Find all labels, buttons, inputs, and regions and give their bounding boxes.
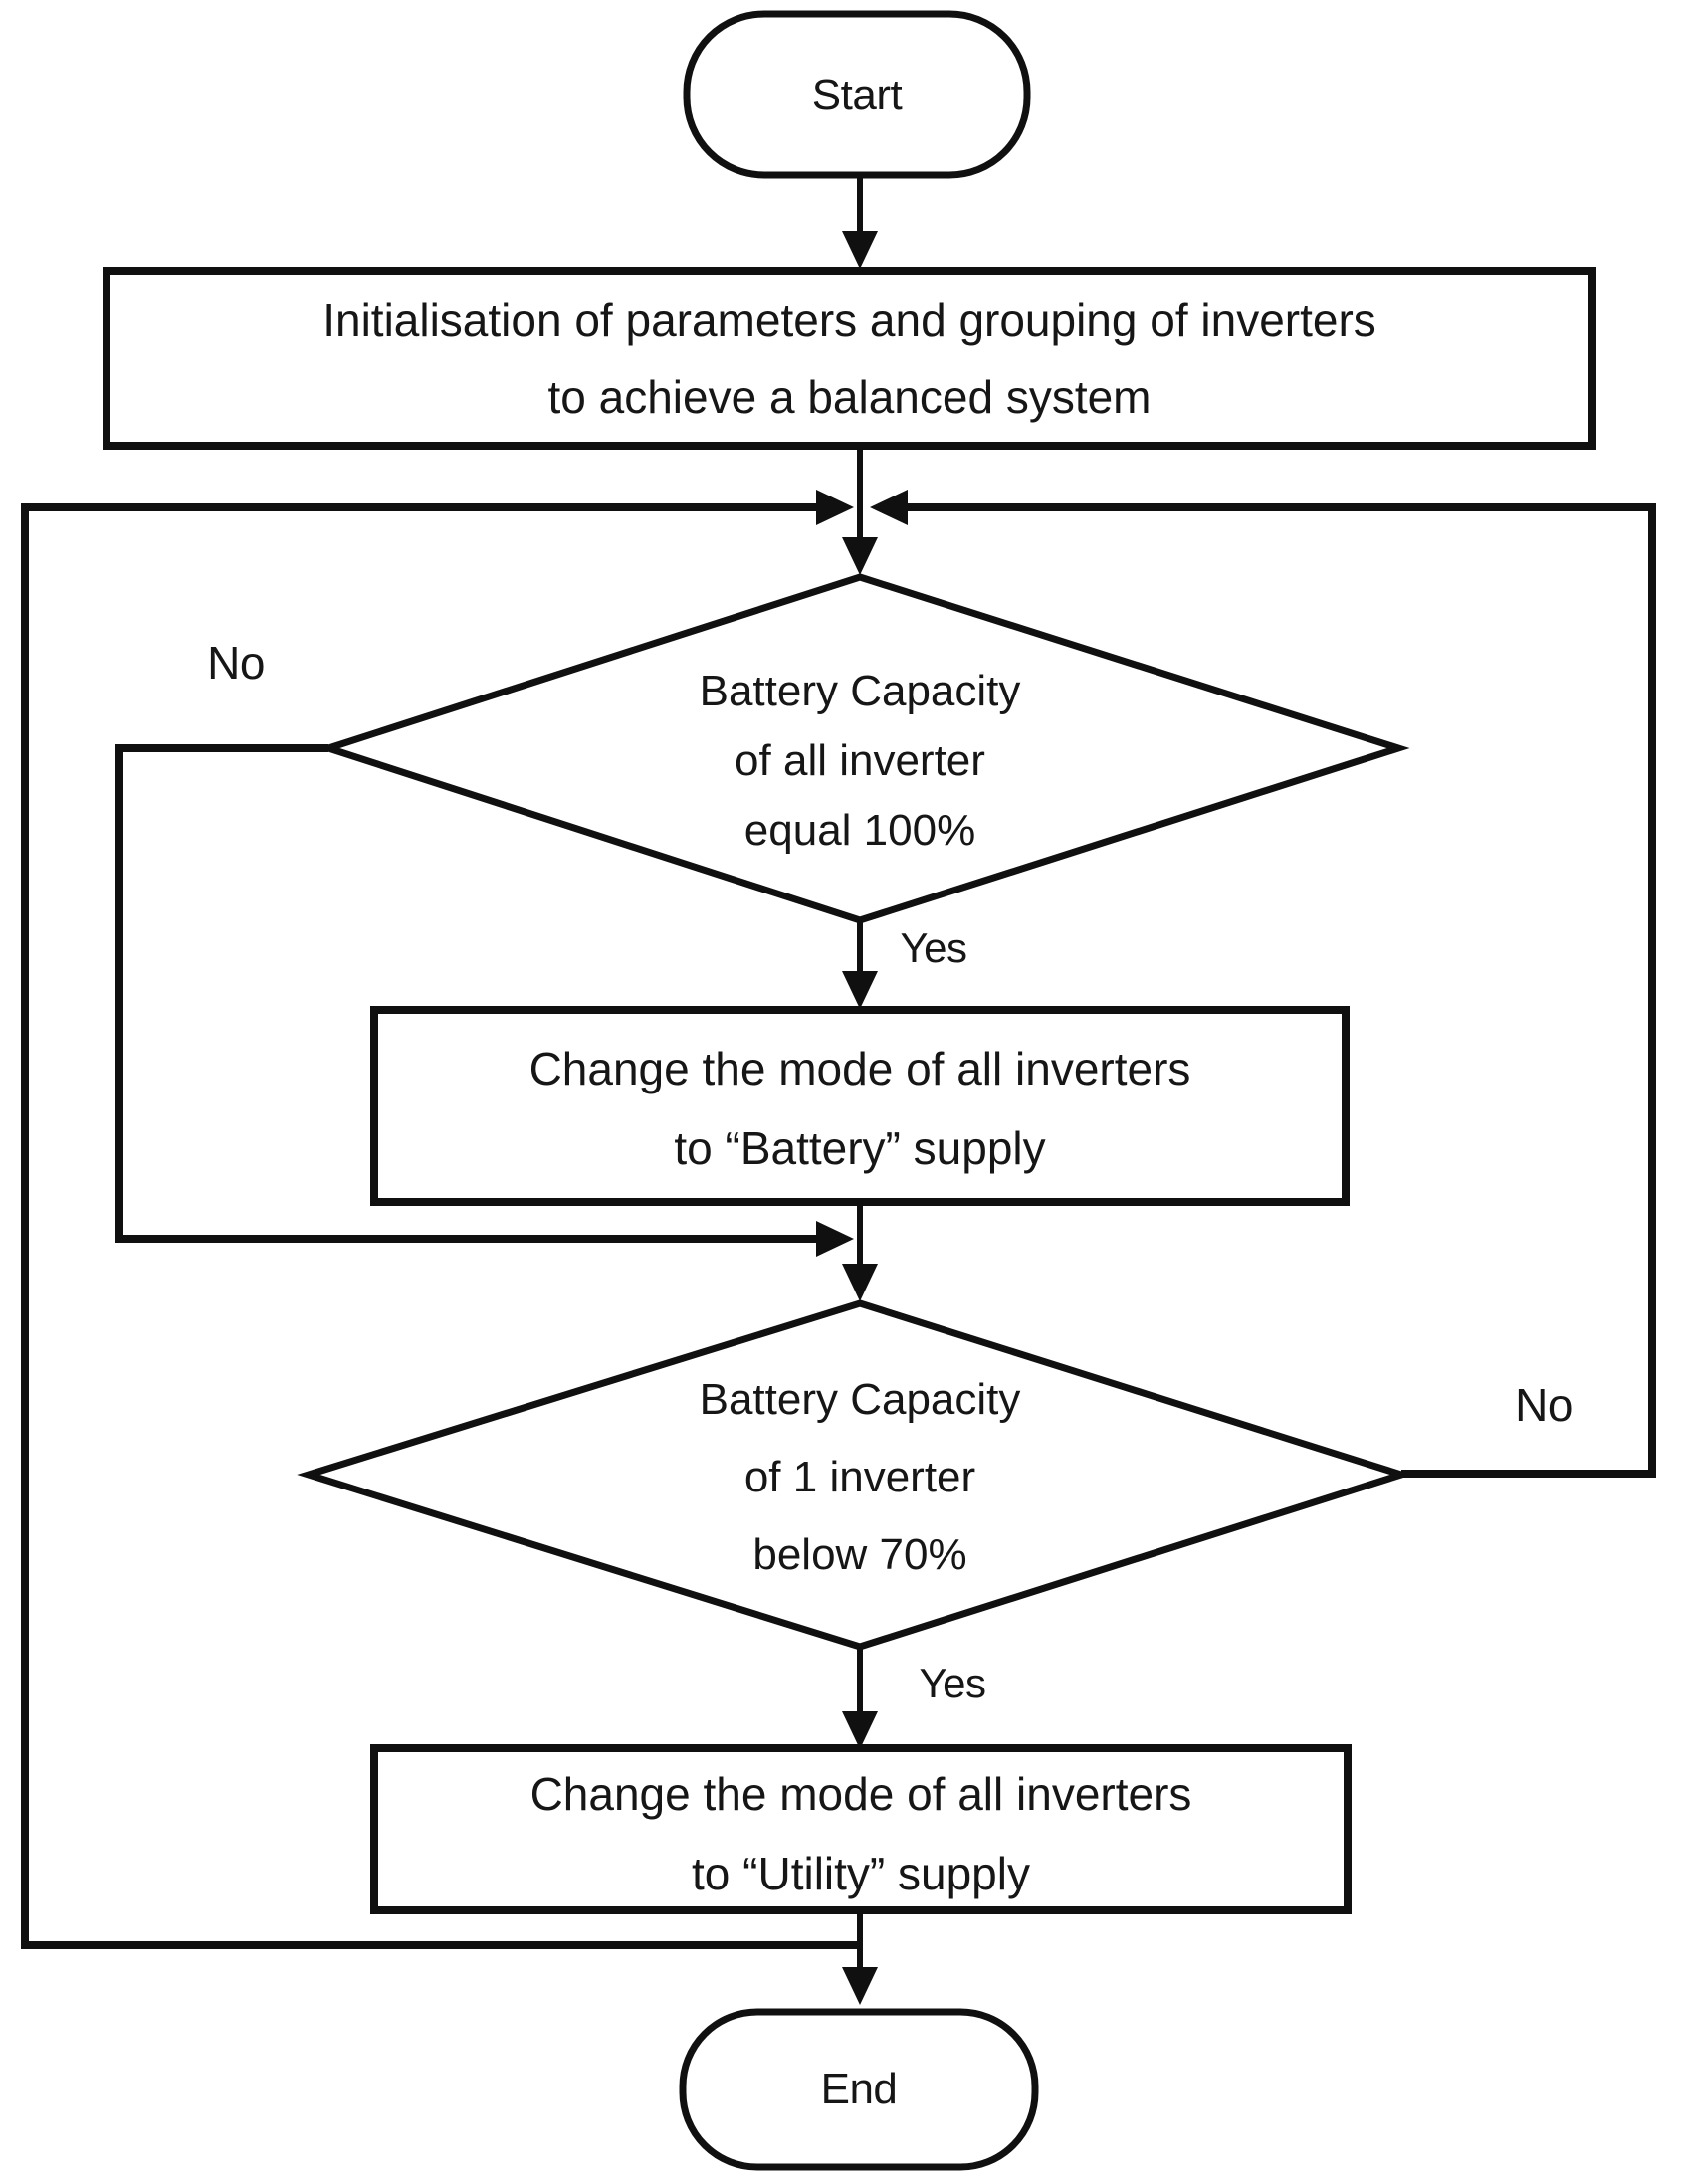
arrowhead-into-end: [842, 1967, 878, 2005]
decision1-text-line1: Battery Capacity: [699, 667, 1021, 715]
init-text: Initialisation of parameters and groupin…: [106, 283, 1592, 436]
arrowhead-no-loop-rejoin: [816, 1221, 854, 1257]
decision1-text: Battery Capacity of all inverter equal 1…: [462, 657, 1258, 866]
utility-box-line1: Change the mode of all inverters: [529, 1768, 1192, 1820]
start-label: Start: [811, 71, 903, 119]
decision2-text-line2: of 1 inverter: [743, 1453, 976, 1501]
decision1-yes-label: Yes: [900, 924, 967, 971]
utility-box-text: Change the mode of all inverters to “Uti…: [374, 1754, 1348, 1913]
decision2-text-line1: Battery Capacity: [699, 1375, 1021, 1424]
arrowhead-loop-right-into-junction: [870, 490, 908, 525]
utility-process-shape: [370, 1744, 1352, 1914]
end-label: End: [820, 2065, 898, 2113]
edge-loop-return-left: [21, 503, 860, 1949]
arrowhead-into-decision2: [842, 1264, 878, 1301]
battery-box-text: Change the mode of all inverters to “Bat…: [374, 1029, 1346, 1188]
arrowhead-start-to-init: [842, 231, 878, 269]
init-process-shape: [103, 267, 1596, 450]
decision1-diamond-shape: [316, 573, 1410, 924]
arrowhead-into-battery-box: [842, 971, 878, 1009]
battery-process-shape: [370, 1006, 1350, 1206]
arrowhead-into-utility-box: [842, 1711, 878, 1749]
decision1-text-line3: equal 100%: [743, 806, 976, 855]
arrowhead-into-decision1: [842, 537, 878, 575]
start-terminator-shape: [683, 10, 1031, 179]
battery-box-line1: Change the mode of all inverters: [528, 1043, 1191, 1094]
edge-decision1-no-loop: [115, 744, 818, 1243]
decision2-yes-label: Yes: [919, 1660, 986, 1706]
utility-box-line2: to “Utility” supply: [692, 1848, 1030, 1899]
decision2-no-label: No: [1515, 1379, 1573, 1431]
end-terminator-shape: [679, 2008, 1039, 2171]
decision1-text-line2: of all inverter: [735, 736, 985, 785]
decision2-text: Battery Capacity of 1 inverter below 70%: [462, 1361, 1258, 1594]
init-text-line1: Initialisation of parameters and groupin…: [322, 295, 1376, 346]
edge-decision2-no-loop: [908, 503, 1656, 1478]
decision2-text-line3: below 70%: [752, 1530, 967, 1579]
battery-box-line2: to “Battery” supply: [674, 1122, 1046, 1174]
decision1-no-label: No: [207, 637, 265, 689]
arrowhead-loop-left-into-junction: [816, 490, 854, 525]
decision2-diamond-shape: [297, 1299, 1413, 1651]
init-text-line2: to achieve a balanced system: [547, 371, 1152, 423]
